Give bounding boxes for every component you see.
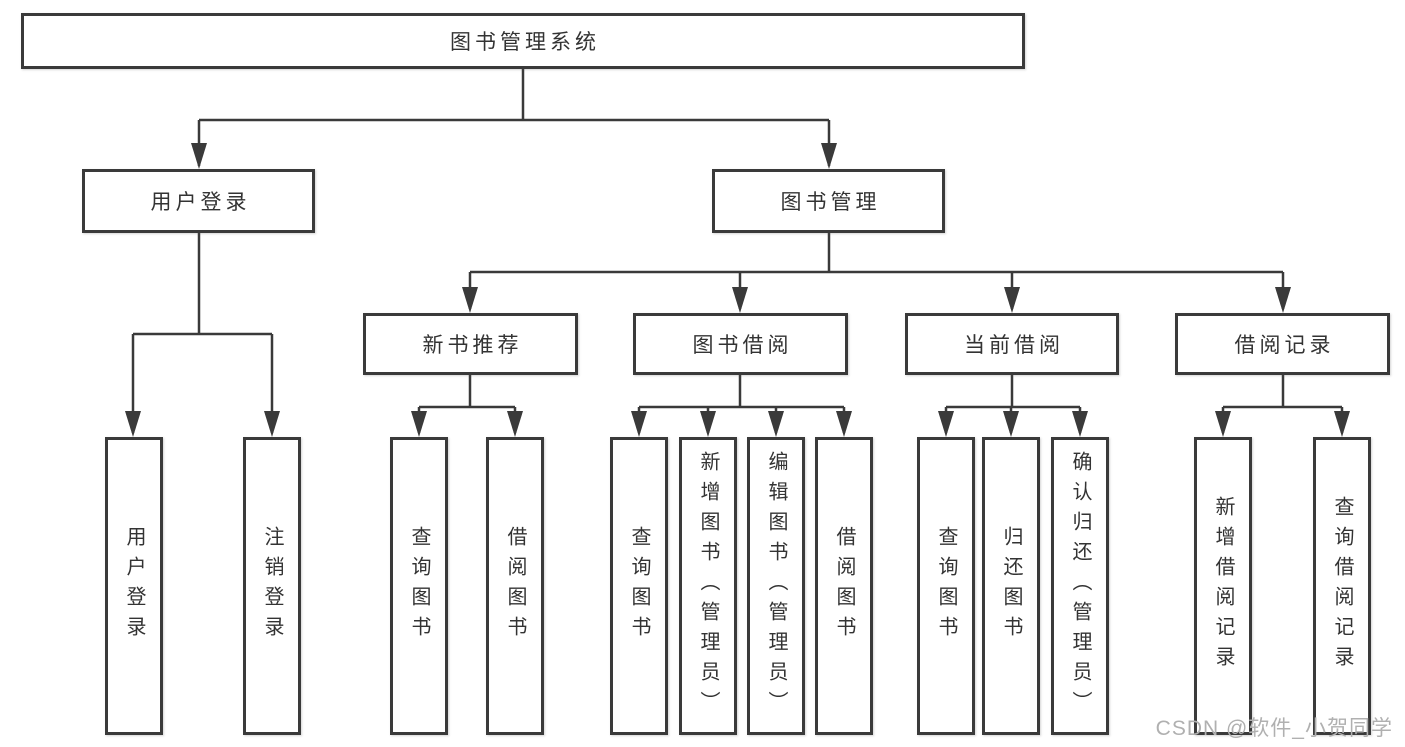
leaf-query-borrow-record-label: 查询借阅记录 [1331,496,1353,676]
arrow-down-icon [507,411,523,437]
leaf-query-books-borrow-label: 查询图书 [628,526,650,646]
arrow-down-icon [821,143,837,169]
leaf-add-book-admin-label: 新增图书（管理员） [697,451,719,721]
node-book-borrow-label: 图书借阅 [692,334,793,357]
leaf-borrow-books-label: 借阅图书 [833,526,855,646]
arrow-down-icon [938,411,954,437]
leaf-query-books-recommend-label: 查询图书 [408,526,430,646]
arrow-down-icon [1334,411,1350,437]
arrow-down-icon [125,411,141,437]
arrow-down-icon [1215,411,1231,437]
connector-paths [131,69,1344,433]
arrow-down-icon [1003,411,1019,437]
arrow-down-icon [768,411,784,437]
arrow-down-icon [732,287,748,313]
node-current-borrow-label: 当前借阅 [964,334,1064,357]
leaf-borrow-books-recommend-label: 借阅图书 [504,526,526,646]
leaf-borrow-books-recommend: 借阅图书 [486,437,544,735]
node-book-management-label: 图书管理 [780,191,881,214]
leaf-borrow-books: 借阅图书 [815,437,873,735]
leaf-add-borrow-record: 新增借阅记录 [1194,437,1252,735]
arrow-down-icon [191,143,207,169]
arrow-down-icon [264,411,280,437]
node-user-login-label: 用户登录 [150,191,251,214]
leaf-query-books-current: 查询图书 [917,437,975,735]
leaf-edit-book-admin: 编辑图书（管理员） [747,437,805,735]
leaf-logout: 注销登录 [243,437,301,735]
arrow-down-icon [700,411,716,437]
leaf-query-borrow-record: 查询借阅记录 [1313,437,1371,735]
arrow-down-icon [1004,287,1020,313]
arrow-down-icon [411,411,427,437]
arrow-down-icon [1275,287,1291,313]
arrow-down-icon [462,287,478,313]
node-book-borrow: 图书借阅 [633,313,848,375]
leaf-confirm-return-admin: 确认归还（管理员） [1051,437,1109,735]
leaf-edit-book-admin-label: 编辑图书（管理员） [765,451,787,721]
node-current-borrow: 当前借阅 [905,313,1119,375]
node-root-label: 图书管理系统 [450,31,600,54]
leaf-confirm-return-admin-label: 确认归还（管理员） [1069,451,1091,721]
leaf-query-books-current-label: 查询图书 [935,526,957,646]
arrow-down-icon [1072,411,1088,437]
leaf-logout-label: 注销登录 [261,526,283,646]
arrow-down-icon [631,411,647,437]
arrowheads [125,143,1350,437]
arrow-down-icon [836,411,852,437]
node-book-management: 图书管理 [712,169,945,233]
leaf-query-books-borrow: 查询图书 [610,437,668,735]
node-borrow-records-label: 借阅记录 [1234,334,1335,357]
node-new-book-recommend-label: 新书推荐 [422,334,523,357]
node-new-book-recommend: 新书推荐 [363,313,578,375]
leaf-add-book-admin: 新增图书（管理员） [679,437,737,735]
node-user-login: 用户登录 [82,169,315,233]
leaf-user-login: 用户登录 [105,437,163,735]
leaf-user-login-label: 用户登录 [123,526,145,646]
leaf-query-books-recommend: 查询图书 [390,437,448,735]
node-borrow-records: 借阅记录 [1175,313,1390,375]
leaf-return-books: 归还图书 [982,437,1040,735]
node-root: 图书管理系统 [21,13,1025,69]
csdn-watermark: CSDN @软件_小贺同学 [1155,717,1393,740]
leaf-return-books-label: 归还图书 [1000,526,1022,646]
leaf-add-borrow-record-label: 新增借阅记录 [1212,496,1234,676]
